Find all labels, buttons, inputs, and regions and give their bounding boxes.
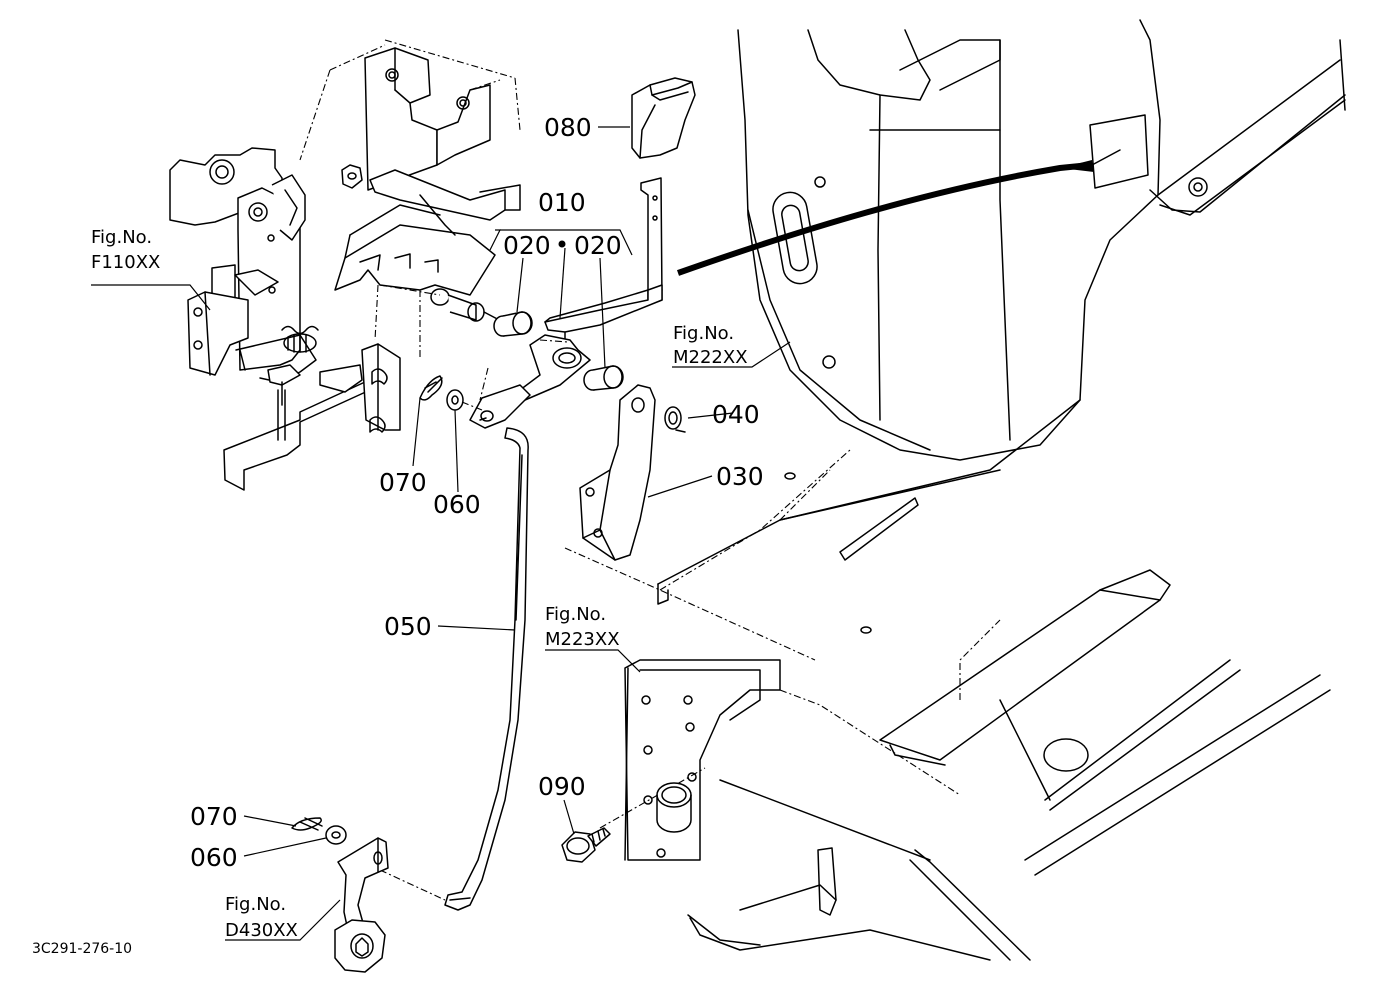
lever-030 bbox=[579, 384, 656, 561]
fig-ref-m223-line1: Fig.No. bbox=[545, 604, 606, 625]
clip-040 bbox=[664, 406, 686, 433]
label-090: 090 bbox=[538, 772, 586, 801]
upper-box-bracket bbox=[299, 39, 521, 236]
fig-ref-m222-line2: M222XX bbox=[673, 347, 748, 368]
lever-knob-080 bbox=[631, 77, 696, 159]
bracket-plate bbox=[599, 659, 961, 916]
label-050: 050 bbox=[384, 612, 432, 641]
bolt-090 bbox=[561, 827, 611, 863]
fig-ref-d430-line2: D430XX bbox=[225, 920, 298, 941]
fender-panel bbox=[737, 19, 1346, 461]
cable-end bbox=[1060, 160, 1094, 172]
leader-lines bbox=[91, 126, 791, 941]
floor-plate bbox=[564, 399, 1331, 961]
control-cable bbox=[677, 162, 1091, 276]
bushing-020 bbox=[493, 311, 624, 391]
rod-050 bbox=[379, 427, 529, 911]
bolt-plate bbox=[319, 343, 401, 433]
label-010: 010 bbox=[538, 188, 586, 217]
shift-lever-010 bbox=[469, 177, 663, 429]
label-070-upper: 070 bbox=[379, 468, 427, 497]
label-060-lower: 060 bbox=[190, 843, 238, 872]
label-070-lower: 070 bbox=[190, 802, 238, 831]
snap-pin-070-upper bbox=[419, 375, 483, 411]
drawing-number: 3C291-276-10 bbox=[32, 941, 132, 957]
snap-pin-070-lower bbox=[291, 817, 347, 845]
main-frame bbox=[169, 147, 371, 491]
label-030: 030 bbox=[716, 462, 764, 491]
fig-ref-d430-line1: Fig.No. bbox=[225, 894, 286, 915]
part-labels: 080 010 020 020 040 030 070 060 050 090 … bbox=[190, 113, 764, 872]
fig-ref-f110-line2: F110XX bbox=[91, 252, 160, 273]
fig-ref-f110-line1: Fig.No. bbox=[91, 227, 152, 248]
label-060-upper: 060 bbox=[433, 490, 481, 519]
pivot-pin bbox=[379, 284, 504, 323]
fig-ref-m222-line1: Fig.No. bbox=[673, 323, 734, 344]
lower-arm-d430 bbox=[334, 837, 389, 973]
label-080: 080 bbox=[544, 113, 592, 142]
label-040: 040 bbox=[712, 400, 760, 429]
label-020-left: 020 bbox=[503, 231, 551, 260]
figure-references: Fig.No. F110XX Fig.No. M222XX Fig.No. M2… bbox=[91, 227, 748, 941]
label-020-right: 020 bbox=[574, 231, 622, 260]
slotted-plate bbox=[334, 204, 496, 360]
fig-ref-m223-line2: M223XX bbox=[545, 629, 620, 650]
